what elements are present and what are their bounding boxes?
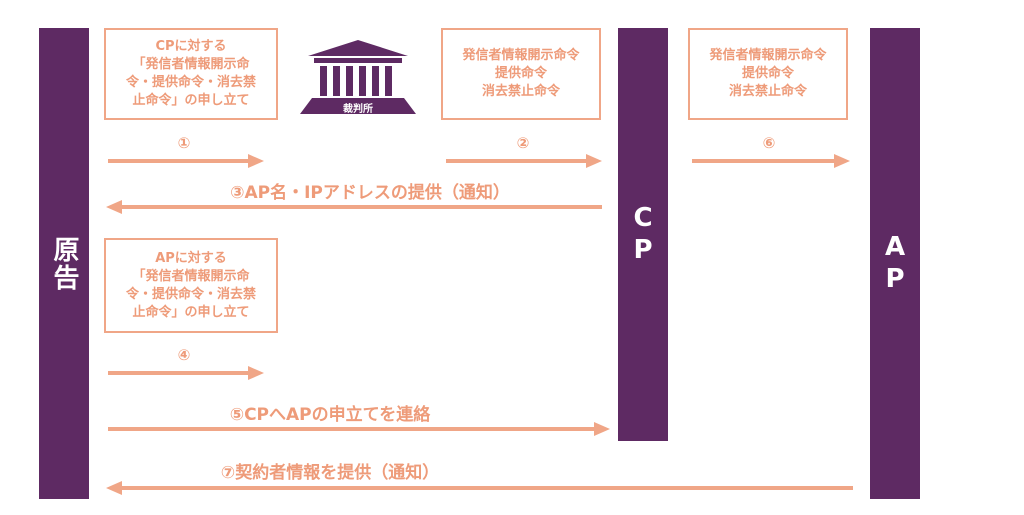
court-icon	[300, 40, 416, 114]
plaintiff-bar: 原告	[39, 28, 89, 499]
cp-bar: CP	[618, 28, 668, 441]
court-order-to-cp-box: 発信者情報開示命令 提供命令 消去禁止命令	[441, 28, 601, 120]
ap-bar: AP	[870, 28, 920, 499]
step-7-label: ⑦契約者情報を提供（通知）	[220, 463, 440, 483]
court-order-to-ap-box: 発信者情報開示命令 提供命令 消去禁止命令	[688, 28, 848, 120]
step-5-label: ⑤CPへAPの申立てを連絡	[229, 405, 431, 425]
cp-petition-box: CPに対する 「発信者情報開示命 令・提供命令・消去禁 止命令」の申し立て	[104, 28, 278, 120]
ap-petition-box: APに対する 「発信者情報開示命 令・提供命令・消去禁 止命令」の申し立て	[104, 238, 278, 333]
plaintiff-label: 原告	[49, 235, 79, 292]
step-4-label: ④	[177, 346, 191, 364]
step-2-label: ②	[516, 134, 530, 152]
step-3-label: ③AP名・IPアドレスの提供（通知）	[230, 183, 510, 203]
step-6-label: ⑥	[762, 134, 776, 152]
cp-label: CP	[628, 202, 658, 267]
court-label: 裁判所	[343, 104, 373, 115]
ap-label: AP	[880, 231, 910, 296]
step-1-label: ①	[177, 134, 191, 152]
